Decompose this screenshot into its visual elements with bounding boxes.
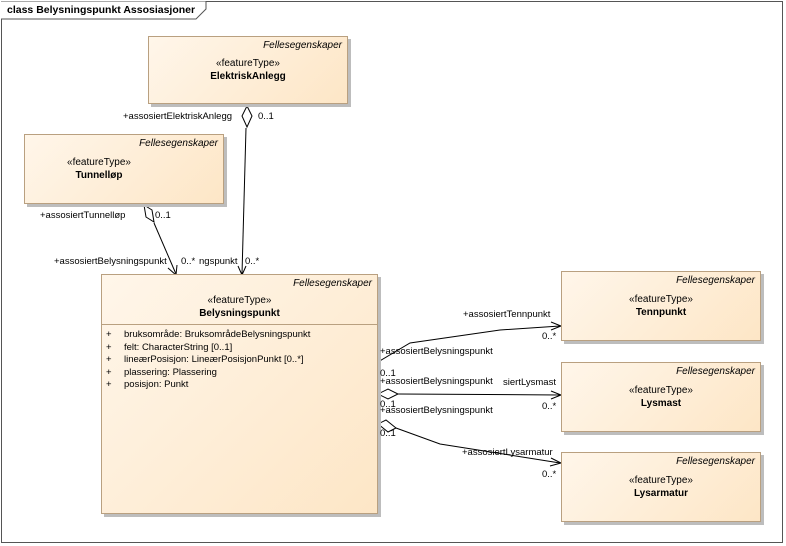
class-belysningspunkt[interactable]: Fellesegenskaper «featureType» Belysning… xyxy=(101,274,378,514)
class-name: Lysmast xyxy=(640,398,682,409)
role-label-bp-lysarmatur: +assosiertBelysningspunkt xyxy=(380,405,493,416)
role-label-lysarmatur: +assosiertLysarmatur xyxy=(462,447,553,458)
class-name: Belysningspunkt xyxy=(199,308,280,319)
role-label-belysningspunkt-left: +assosiertBelysningspunkt xyxy=(54,256,167,267)
aggregation-diamond-tunnellop xyxy=(143,203,155,224)
package-label: Fellesegenskaper xyxy=(139,138,218,149)
attribute-item: +felt: CharacterString [0..1] xyxy=(106,341,233,353)
class-tunnellop[interactable]: Fellesegenskaper «featureType» Tunnelløp xyxy=(24,134,224,204)
role-label-elektrisk-anlegg: +assosiertElektriskAnlegg xyxy=(123,111,233,122)
association-elektrisk-anlegg xyxy=(241,127,247,275)
role-label-lysmast: siertLysmast xyxy=(503,377,556,388)
role-label-tunnellop: +assosiertTunnelløp xyxy=(40,210,126,221)
multiplicity-elektrisk-anlegg: 0..1 xyxy=(258,111,274,122)
attribute-item: +bruksområde: BruksområdeBelysningspunkt xyxy=(106,329,311,340)
stereotype-label: «featureType» xyxy=(629,475,693,486)
multiplicity-bp-lysarmatur: 0..1 xyxy=(380,428,396,439)
package-label: Fellesegenskaper xyxy=(676,456,755,467)
stereotype-label: «featureType» xyxy=(216,58,280,69)
package-label: Fellesegenskaper xyxy=(293,278,372,289)
attribute-item: +plassering: Plassering xyxy=(106,366,217,378)
class-elektrisk-anlegg[interactable]: Fellesegenskaper «featureType» Elektrisk… xyxy=(148,36,348,104)
class-tennpunkt[interactable]: Fellesegenskaper «featureType» Tennpunkt xyxy=(561,271,761,341)
role-label-bp-lysmast: +assosiertBelysningspunkt xyxy=(380,376,493,387)
package-label: Fellesegenskaper xyxy=(676,366,755,377)
diagram-title-tab: class Belysningspunkt Assosiasjoner xyxy=(1,1,207,20)
package-label: Fellesegenskaper xyxy=(263,40,342,51)
multiplicity-belysningspunkt-left: 0..* xyxy=(181,256,196,267)
class-lysarmatur[interactable]: Fellesegenskaper «featureType» Lysarmatu… xyxy=(561,452,761,522)
multiplicity-belysningspunkt-right: 0..* xyxy=(245,256,260,267)
diagram-title: class Belysningspunkt Assosiasjoner xyxy=(7,4,196,16)
stereotype-label: «featureType» xyxy=(629,385,693,396)
role-label-belysningspunkt-right: ngspunkt xyxy=(199,256,238,267)
attribute-item: +lineærPosisjon: LineærPosisjonPunkt [0.… xyxy=(106,354,304,365)
title-tab-shape xyxy=(1,1,207,20)
attribute-list: +bruksområde: BruksområdeBelysningspunkt… xyxy=(106,329,375,392)
association-tunnellop xyxy=(153,222,177,275)
role-label-bp-tennpunkt: +assosiertBelysningspunkt xyxy=(380,346,493,357)
association-lysmast xyxy=(397,393,561,396)
multiplicity-lysmast: 0..* xyxy=(542,401,557,412)
role-label-tennpunkt: +assosiertTennpunkt xyxy=(463,309,551,320)
stereotype-label: «featureType» xyxy=(67,157,131,168)
association-tennpunkt xyxy=(377,325,561,363)
multiplicity-bp-tennpunkt: 0..1 xyxy=(380,368,396,379)
class-name: Lysarmatur xyxy=(633,488,689,499)
package-label: Fellesegenskaper xyxy=(676,275,755,286)
class-name: Tennpunkt xyxy=(635,307,687,318)
class-name: Tunnelløp xyxy=(75,170,123,181)
attribute-item: +posisjon: Punkt xyxy=(106,379,189,390)
stereotype-label: «featureType» xyxy=(629,294,693,305)
class-name: ElektriskAnlegg xyxy=(210,71,286,82)
multiplicity-tennpunkt: 0..* xyxy=(542,331,557,342)
association-lysarmatur xyxy=(395,427,561,464)
multiplicity-tunnellop: 0..1 xyxy=(155,210,171,221)
aggregation-diamond-elektrisk-anlegg xyxy=(241,104,253,129)
stereotype-label: «featureType» xyxy=(207,295,272,306)
aggregation-diamond-lysarmatur xyxy=(377,419,397,433)
compartment-divider xyxy=(102,324,377,325)
multiplicity-bp-lysmast: 0..1 xyxy=(380,399,396,410)
multiplicity-lysarmatur: 0..* xyxy=(542,469,557,480)
aggregation-diamond-lysmast xyxy=(376,388,400,400)
class-lysmast[interactable]: Fellesegenskaper «featureType» Lysmast xyxy=(561,362,761,432)
